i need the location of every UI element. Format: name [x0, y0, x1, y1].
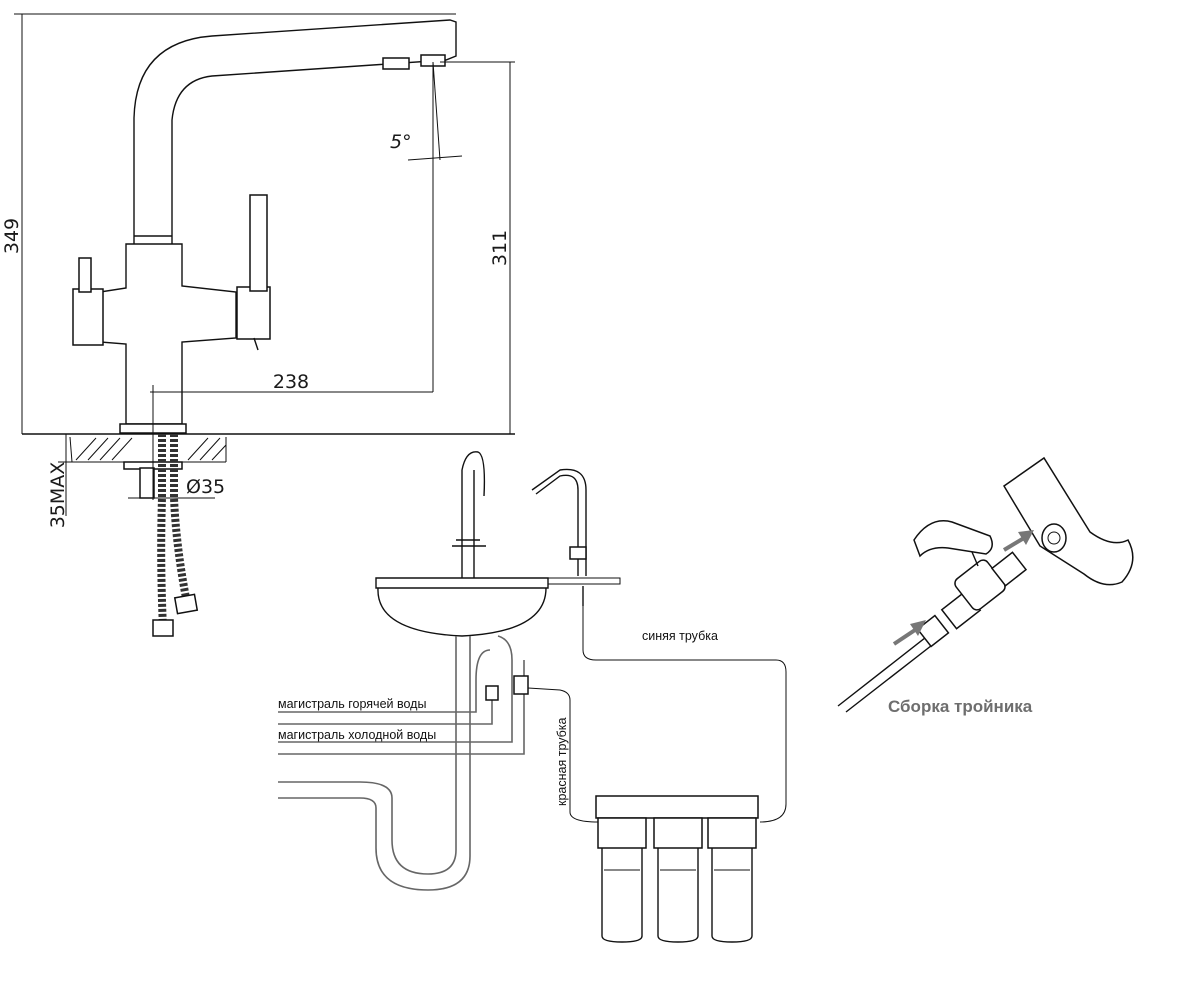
- flex-hose: [170, 434, 190, 599]
- supply-tube: [837, 633, 937, 713]
- filter-housing-2: [653, 817, 703, 943]
- sink-bowl: [377, 587, 547, 637]
- dim-max-thickness: 35MAX: [47, 462, 69, 529]
- arrow-icon: [892, 626, 920, 646]
- faucet-spout: [133, 19, 457, 244]
- drain-pipe: [278, 636, 471, 891]
- arrow-icon: [1002, 536, 1026, 552]
- left-handle: [72, 288, 104, 346]
- dim-reach: 238: [273, 371, 309, 393]
- tee-assembly: Сборка тройника: [837, 456, 1134, 716]
- label-hot-main: магистраль горячей воды: [278, 697, 426, 711]
- left-lever: [78, 257, 92, 293]
- right-lever: [249, 194, 268, 292]
- installation-diagram: магистраль горячей воды магистраль холод…: [278, 451, 787, 943]
- label-cold-main: магистраль холодной воды: [278, 728, 436, 742]
- flex-hose: [157, 434, 167, 629]
- tee-adapter: [1002, 456, 1134, 586]
- compression-nut: [916, 614, 950, 648]
- countertop-hatch: [69, 436, 227, 463]
- filter-housing-1: [597, 817, 647, 943]
- faucet-dimension-drawing: 349 311 5° 238 35MAX Ø35: [1, 13, 515, 637]
- hot-water-main: [278, 649, 493, 725]
- aerator-outlet: [382, 57, 410, 70]
- main-faucet: [461, 451, 486, 578]
- tee-valve: [513, 675, 529, 695]
- right-handle: [236, 286, 271, 340]
- faucet-body: [99, 243, 237, 425]
- filter-faucet: [531, 468, 587, 576]
- tee-assembly-caption: Сборка тройника: [888, 697, 1033, 716]
- dim-height-total: 349: [1, 218, 23, 254]
- red-tube-line: [527, 687, 599, 823]
- dim-angle: 5°: [390, 131, 412, 153]
- label-blue-tube: синяя трубка: [642, 629, 718, 643]
- sink-basin: [375, 577, 549, 589]
- blue-tube-line: [582, 606, 787, 823]
- filter-bracket: [595, 795, 759, 819]
- dim-spout-height: 311: [489, 230, 511, 266]
- label-red-tube: красная трубка: [555, 717, 569, 806]
- valve-lever: [913, 520, 993, 558]
- dim-hole-diameter: Ø35: [186, 476, 225, 498]
- filter-housing-3: [707, 817, 757, 943]
